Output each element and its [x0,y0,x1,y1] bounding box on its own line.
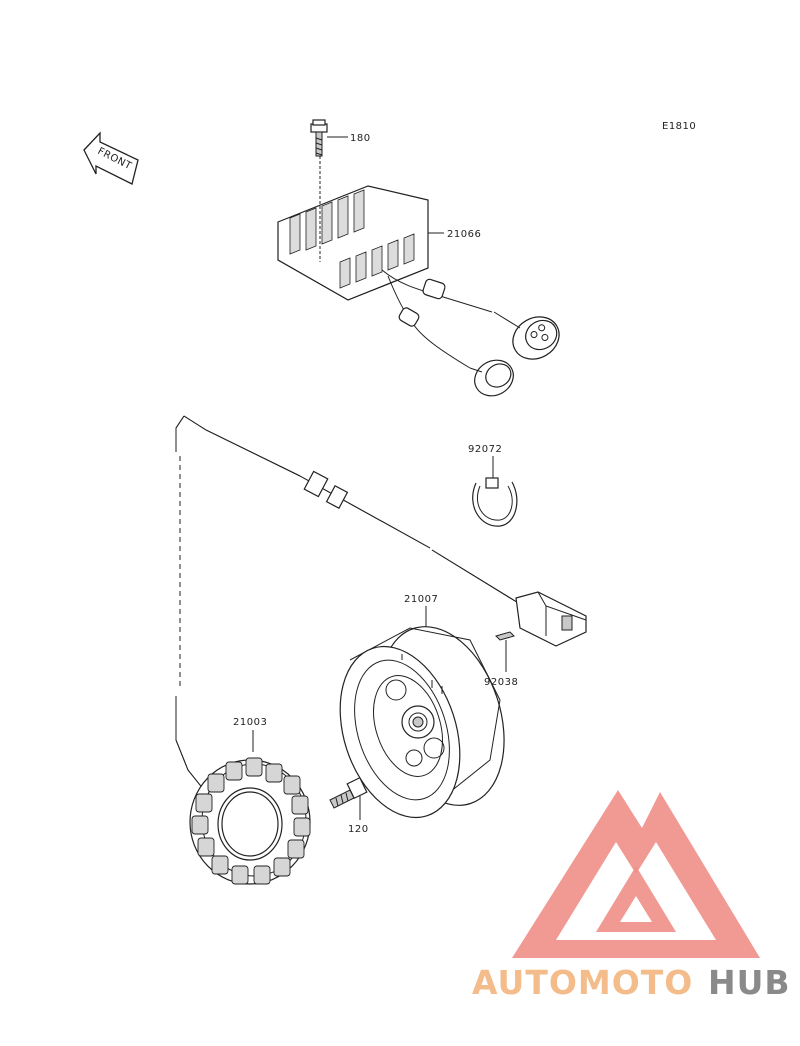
regulator-21066-drawing [277,156,560,397]
part-label-21003: 21003 [233,717,267,728]
watermark-text-part1: AUTOMOTO [472,963,693,1002]
rotor-21007-drawing [339,626,505,819]
key-92038-drawing [495,631,515,641]
part-label-21066: 21066 [447,229,481,240]
stator-harness-drawing [175,415,587,791]
stator-21003-drawing [189,757,311,885]
front-arrow-icon: FRONT [83,131,139,185]
band-92072-drawing [472,477,518,527]
part-label-180: 180 [350,133,371,144]
automotohub-logo: AUTOMOTO HUB [472,790,791,1002]
part-label-92072: 92072 [468,444,502,455]
part-label-21007: 21007 [404,594,438,605]
bolt-120-drawing [329,776,368,820]
bolt-180-drawing [310,119,348,157]
part-label-120: 120 [348,824,369,835]
watermark-text-part2: HUB [708,963,791,1002]
part-label-92038: 92038 [484,677,518,688]
diagram-id: E1810 [662,121,696,132]
